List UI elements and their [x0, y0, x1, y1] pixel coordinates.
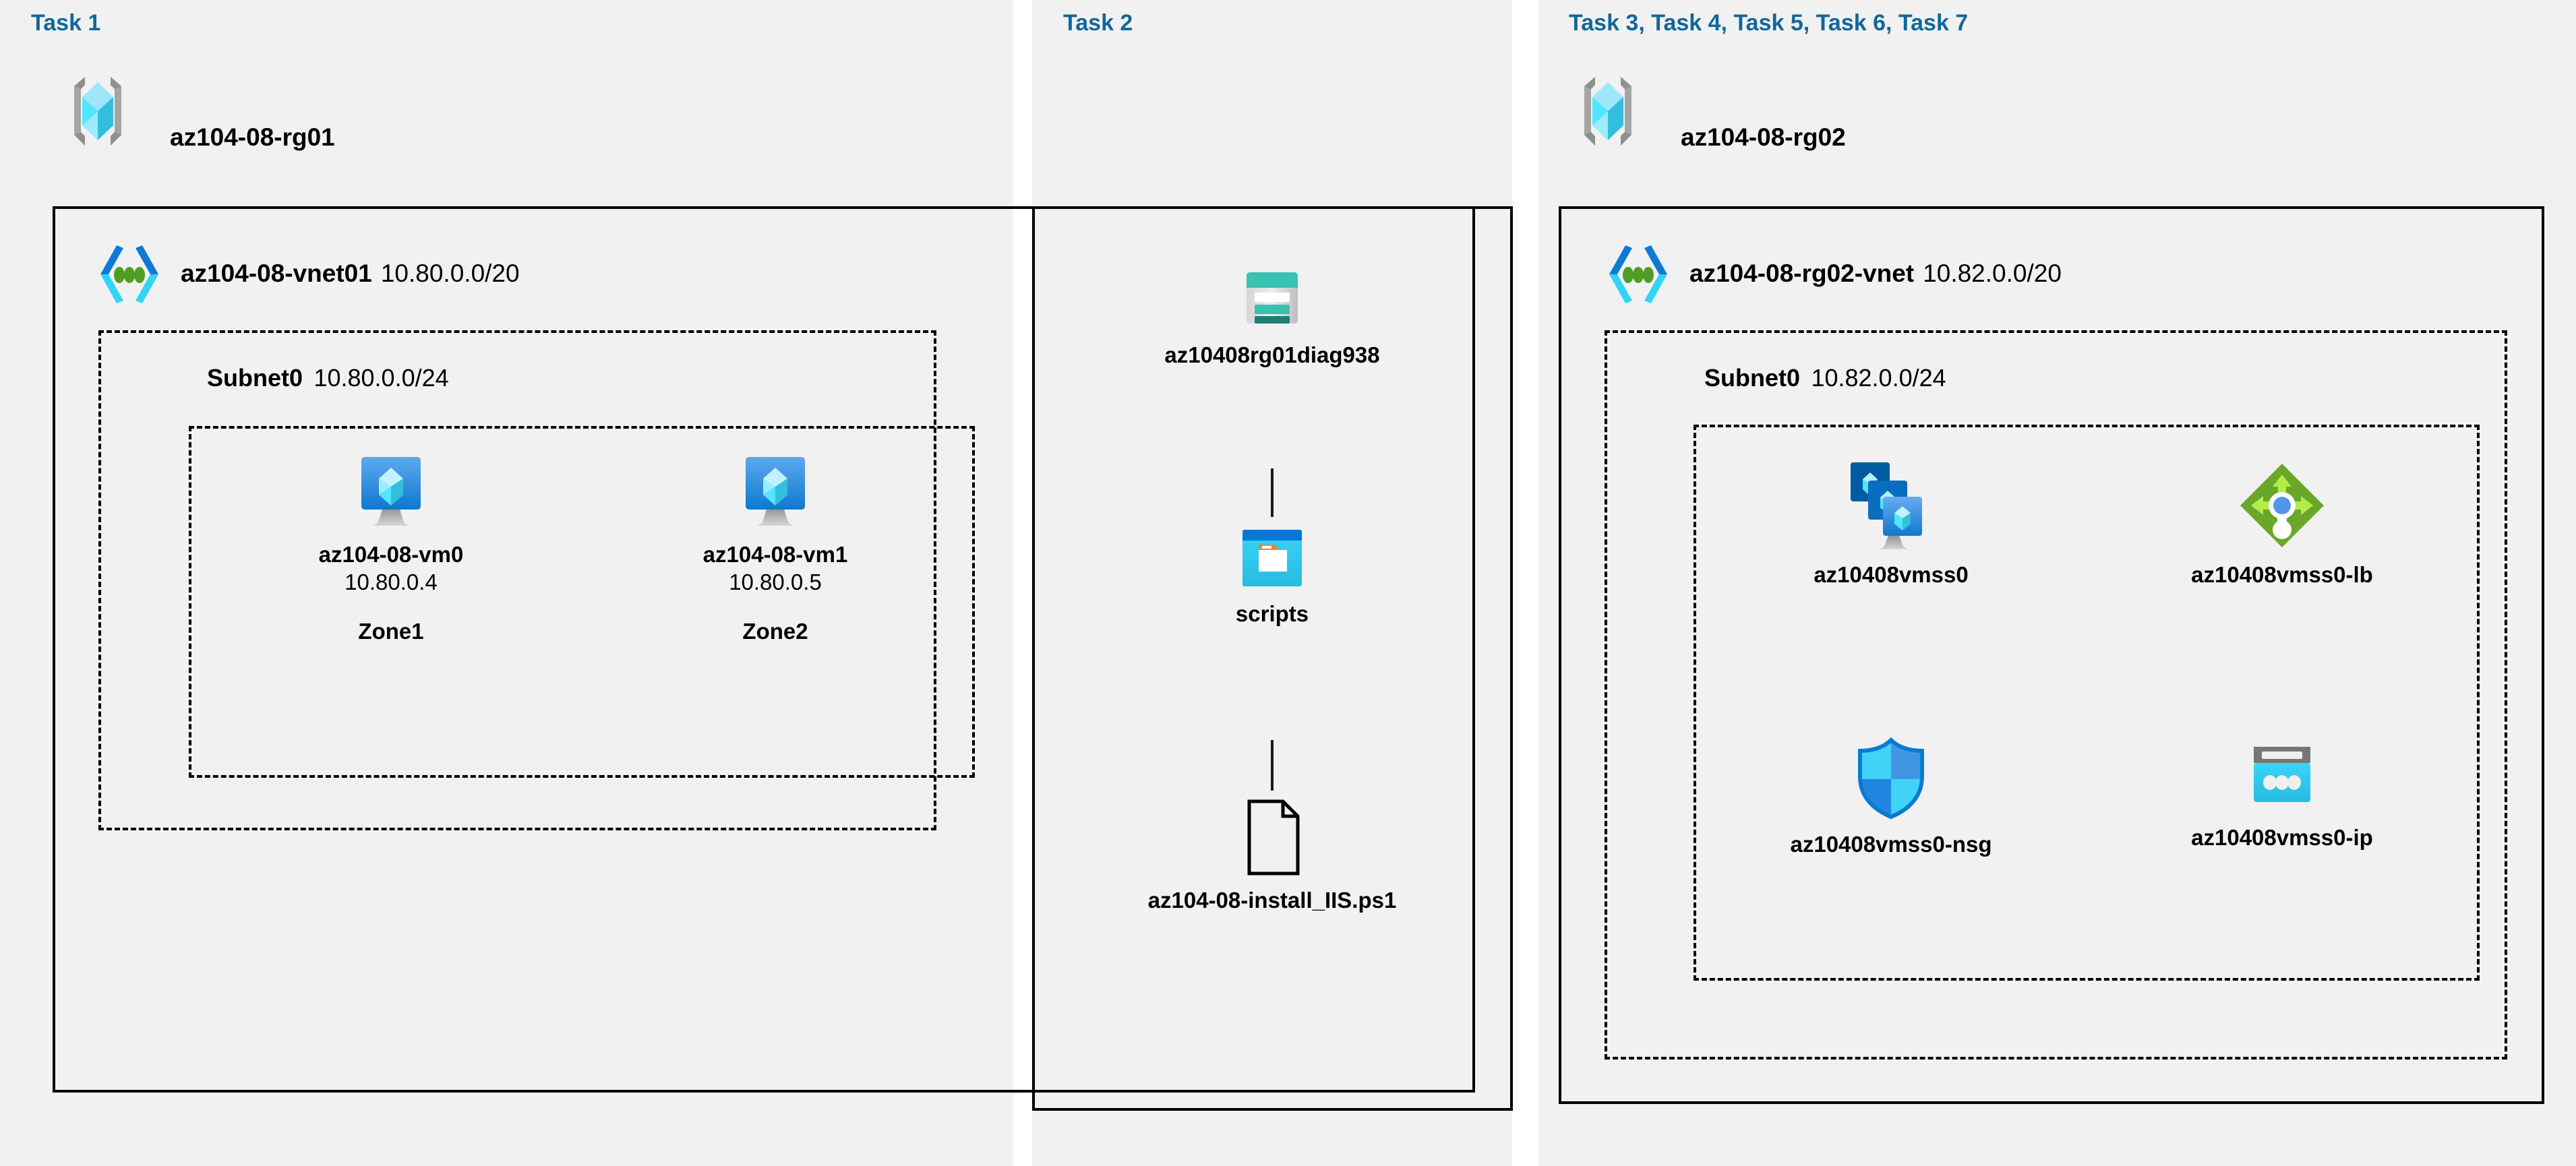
task2-label: Task 2 [1063, 10, 1133, 36]
vm-node-0-ip: 10.80.0.4 [345, 569, 438, 594]
vm-node-0[interactable]: az104-08-vm0 10.80.0.4 Zone1 [290, 452, 492, 644]
vm-scale-set-node[interactable]: az10408vmss0 [1780, 458, 2002, 588]
blob-container-node[interactable]: scripts [1171, 524, 1373, 627]
virtual-network-icon [92, 237, 167, 311]
file-icon [1235, 797, 1309, 878]
vm-scale-set-icon [1844, 458, 1938, 553]
task3-vnet-cidr: 10.82.0.0/20 [1923, 259, 2062, 287]
task3-subnet-name: Subnet0 [1704, 364, 1801, 392]
blob-container-name: scripts [1235, 601, 1309, 626]
task3-resource-group-inner-box [1694, 425, 2480, 981]
storage-account-node[interactable]: az10408rg01diag938 [1164, 263, 1380, 369]
task3-subnet-label: Subnet0 10.82.0.0/24 [1704, 364, 1946, 392]
task3-vnet-header: az104-08-rg02-vnet 10.82.0.0/20 [1689, 259, 2062, 288]
network-security-group-icon [1851, 735, 1931, 822]
public-ip-address-name: az10408vmss0-ip [2191, 825, 2373, 850]
task1-subnet-label: Subnet0 10.80.0.0/24 [207, 364, 449, 392]
task1-vnet-header: az104-08-vnet01 10.80.0.0/20 [181, 259, 520, 288]
vm-node-0-zone: Zone1 [358, 619, 424, 644]
task3-label: Task 3, Task 4, Task 5, Task 6, Task 7 [1569, 10, 1969, 36]
vm-node-1-ip: 10.80.0.5 [729, 569, 822, 594]
storage-to-container-connector [1271, 468, 1274, 517]
vm-node-0-name: az104-08-vm0 [318, 542, 464, 567]
task3-resource-group-name: az104-08-rg02 [1681, 123, 1846, 151]
vm-node-1[interactable]: az104-08-vm1 10.80.0.5 Zone2 [674, 452, 876, 644]
virtual-machine-icon [351, 452, 431, 532]
network-security-group-node[interactable]: az10408vmss0-nsg [1780, 735, 2002, 858]
task1-vnet-cidr: 10.80.0.0/20 [380, 259, 520, 287]
task1-vnet-box [53, 206, 1475, 1093]
container-to-file-connector [1271, 740, 1274, 791]
script-file-name: az104-08-install_IIS.ps1 [1147, 888, 1397, 913]
task1-vnet-name: az104-08-vnet01 [181, 259, 372, 287]
load-balancer-icon [2235, 458, 2329, 553]
task3-subnet-box [1605, 330, 2507, 1060]
script-file-node[interactable]: az104-08-install_IIS.ps1 [1148, 797, 1396, 914]
task3-resource-group-header: az104-08-rg02 [1681, 123, 1846, 152]
vm-node-1-name: az104-08-vm1 [702, 542, 848, 567]
task1-resource-group-header: az104-08-rg01 [170, 123, 335, 152]
task1-panel [0, 0, 1013, 1166]
task3-panel [1538, 0, 2576, 1166]
task1-subnet-cidr: 10.80.0.0/24 [313, 364, 449, 392]
load-balancer-name: az10408vmss0-lb [2191, 562, 2373, 587]
task1-label: Task 1 [31, 10, 101, 36]
resource-group-icon [1564, 67, 1652, 155]
task1-subnet-box [98, 330, 936, 830]
resource-group-icon [54, 67, 142, 155]
storage-account-name: az10408rg01diag938 [1164, 342, 1380, 367]
virtual-network-icon [1601, 237, 1675, 311]
task2-box [1032, 206, 1513, 1111]
task1-vm-group-box [189, 426, 975, 778]
storage-account-icon [1237, 263, 1307, 333]
virtual-machine-icon [735, 452, 816, 532]
load-balancer-node[interactable]: az10408vmss0-lb [2171, 458, 2393, 588]
public-ip-address-node[interactable]: az10408vmss0-ip [2171, 735, 2393, 851]
blob-container-icon [1238, 524, 1306, 592]
task3-subnet-cidr: 10.82.0.0/24 [1811, 364, 1946, 392]
task1-subnet-name: Subnet0 [207, 364, 303, 392]
task3-vnet-box [1559, 206, 2544, 1104]
network-security-group-name: az10408vmss0-nsg [1790, 832, 1992, 857]
public-ip-address-icon [2242, 735, 2323, 816]
task3-vnet-name: az104-08-rg02-vnet [1689, 259, 1915, 287]
vm-node-1-zone: Zone2 [742, 619, 808, 644]
task1-resource-group-name: az104-08-rg01 [170, 123, 335, 151]
vm-scale-set-name: az10408vmss0 [1814, 562, 1969, 587]
